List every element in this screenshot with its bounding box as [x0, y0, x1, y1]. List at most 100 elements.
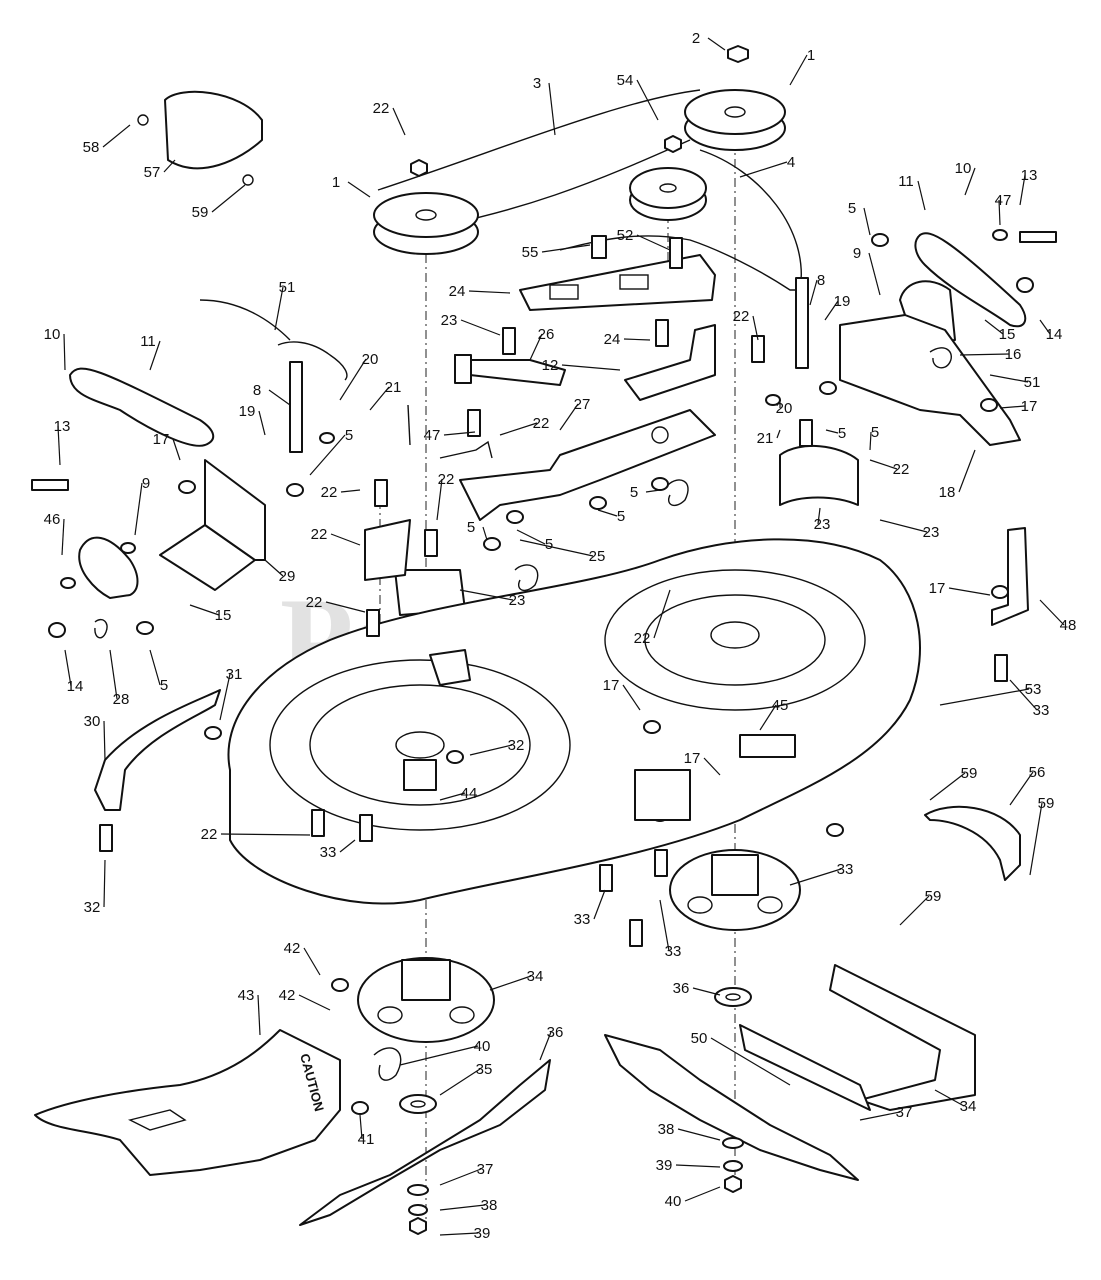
callout-number: 55: [522, 244, 539, 261]
callout-number: 10: [955, 160, 972, 177]
callout-number: 12: [542, 357, 559, 374]
bracket-35: [739, 964, 976, 1111]
callout-number: 23: [814, 516, 831, 533]
callout-leader: [934, 1089, 965, 1107]
callout-number: 51: [279, 279, 296, 296]
blade-right: [604, 1034, 859, 1181]
callout-number: 47: [995, 192, 1012, 209]
callout-leader: [529, 333, 543, 361]
callout-number: 39: [474, 1225, 491, 1242]
callout-number: 5: [871, 424, 879, 441]
callout-leader: [1039, 319, 1051, 335]
callout-number: 22: [201, 826, 218, 843]
callout-leader: [339, 358, 367, 401]
callout-leader: [102, 124, 131, 148]
callout-leader: [220, 833, 311, 836]
callout-leader: [541, 244, 591, 253]
callout-number: 40: [474, 1038, 491, 1055]
callout-number: 23: [509, 592, 526, 609]
callout-number: 53: [1025, 681, 1042, 698]
bracket-50: [991, 527, 1029, 626]
callout-leader: [369, 386, 390, 411]
callout-number: 45: [772, 697, 789, 714]
callout-number: 43: [238, 987, 255, 1004]
callout-number: 22: [438, 471, 455, 488]
callout-leader: [707, 37, 726, 51]
callout-leader: [539, 1031, 552, 1061]
callout-number: 1: [807, 47, 815, 64]
callout-leader: [325, 601, 366, 613]
idler-bracket: [519, 254, 716, 311]
callout-leader: [677, 1128, 721, 1141]
callout-leader: [824, 300, 839, 321]
callout-leader: [868, 252, 881, 296]
callout-number: 59: [192, 204, 209, 221]
callout-leader: [258, 410, 266, 436]
hardware: [31, 45, 1057, 1235]
callout-number: 59: [1038, 795, 1055, 812]
callout-number: 5: [467, 519, 475, 536]
callout-leader: [347, 181, 371, 198]
callout-leader: [460, 319, 501, 336]
callout-leader: [268, 389, 291, 406]
callout-number: 2: [692, 30, 700, 47]
callout-number: 15: [215, 607, 232, 624]
callout-number: 17: [684, 750, 701, 767]
baffle-23-right: [779, 444, 859, 506]
callout-leader: [597, 509, 618, 517]
spindle-assembly-left: [357, 957, 495, 1043]
callout-number: 35: [476, 1061, 493, 1078]
callout-leader: [499, 422, 538, 436]
callout-leader: [149, 340, 161, 371]
blade-left: [299, 1059, 551, 1226]
callout-leader: [984, 319, 1004, 335]
callout-leader: [653, 589, 671, 639]
callout-number: 18: [939, 484, 956, 501]
callout-leader: [593, 889, 606, 920]
callout-leader: [274, 286, 284, 331]
callout-leader: [809, 279, 818, 306]
callout-number: 8: [253, 382, 261, 399]
callout-number: 1: [332, 174, 340, 191]
callout-number: 59: [925, 888, 942, 905]
callout-number: 14: [67, 678, 84, 695]
callout-leader: [459, 589, 514, 601]
callout-leader: [825, 429, 839, 434]
callout-leader: [103, 720, 106, 761]
callout-number: 21: [385, 379, 402, 396]
belt-guard-left: [137, 90, 263, 186]
callout-leader: [636, 79, 659, 121]
callout-number: 47: [424, 427, 441, 444]
callout-number: 34: [960, 1098, 977, 1115]
callout-leader: [63, 333, 66, 371]
callout-leader: [439, 1232, 479, 1236]
callout-number: 5: [838, 425, 846, 442]
spindle-pulley-left: [373, 192, 479, 255]
callout-number: 26: [538, 326, 555, 343]
callout-leader: [958, 449, 976, 493]
callout-number: 42: [279, 987, 296, 1004]
callout-number: 33: [837, 861, 854, 878]
callout-number: 23: [441, 312, 458, 329]
callout-number: 52: [617, 227, 634, 244]
callout-number: 31: [226, 666, 243, 683]
callout-leader: [439, 1204, 486, 1211]
callout-number: 41: [358, 1131, 375, 1148]
callout-number: 13: [1021, 167, 1038, 184]
callout-leader: [340, 489, 361, 493]
callout-number: 5: [848, 200, 856, 217]
callout-leader: [561, 364, 621, 371]
bearing-36-left: [399, 1094, 437, 1114]
callout-leader: [1029, 802, 1043, 876]
callout-leader: [917, 180, 926, 211]
callout-leader: [1019, 174, 1026, 206]
callout-leader: [519, 539, 594, 557]
callout-number: 17: [1021, 398, 1038, 415]
callout-leader: [964, 167, 976, 196]
callout-leader: [439, 792, 466, 801]
callout-number: 54: [617, 72, 634, 89]
callout-number: 29: [279, 568, 296, 585]
callout-number: 10: [44, 326, 61, 343]
callout-leader: [559, 403, 579, 431]
lift-arm-left: [69, 367, 215, 447]
